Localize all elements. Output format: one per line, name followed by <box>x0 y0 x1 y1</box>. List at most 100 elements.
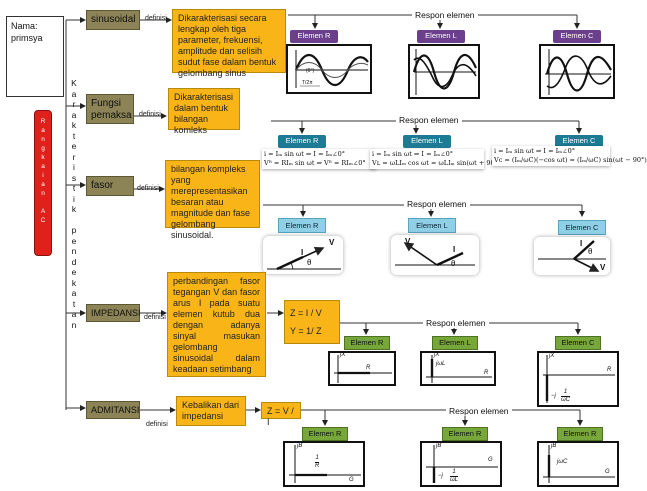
impedance-r-svg <box>334 355 392 383</box>
fasor-box: fasor <box>86 176 134 196</box>
red-column-letter <box>35 198 51 207</box>
phasor-l-i: I <box>453 245 456 254</box>
equation-l-line1: i = Iₘ sin ωt ⇒ I = Iₘ∠0° <box>372 150 453 158</box>
phasor-l: V I θ <box>391 235 479 275</box>
adm-1-frac-r: R <box>315 463 320 469</box>
definisi-label-4: definisi <box>144 314 166 321</box>
phasor-r-v: V <box>329 238 335 247</box>
sinusoidal-box: sinusoidal <box>86 10 140 30</box>
vertical-title-letter: a <box>71 288 77 298</box>
vertical-title-letter: a <box>71 309 77 319</box>
vertical-title-letter: k <box>71 120 77 130</box>
definisi-label-5: definisi <box>146 421 168 428</box>
imp-r-real: R <box>366 365 371 371</box>
vertical-title-letter: e <box>71 141 77 151</box>
red-column-letter: k <box>41 154 45 161</box>
phasor-r: V I θ <box>263 236 343 274</box>
vertical-title-letter <box>67 215 81 226</box>
admittance-3-svg <box>543 445 615 483</box>
element-r-5a: Elemen R <box>302 427 348 441</box>
element-l-4: Elemen L <box>432 336 478 350</box>
admittance-graph-1: jB 1 R G <box>283 441 365 487</box>
name-label: Nama: <box>11 21 38 31</box>
sinusoidal-graph-c <box>539 44 615 99</box>
red-column-letter: n <box>41 136 45 143</box>
red-column-letter: n <box>41 190 45 197</box>
impedansi-box: IMPEDANSI <box>86 304 141 322</box>
vertical-title-letter: t <box>72 298 76 309</box>
vertical-title-letter: K <box>71 78 77 88</box>
impedansi-formula-box: Z = I / V Y = 1/ Z <box>284 300 340 344</box>
sinusoidal-desc: Dikarakterisasi secara lengkap oleh tiga… <box>172 9 286 78</box>
impedance-graph-c: jX R −j 1 ωC <box>537 351 619 407</box>
vertical-title-letter: r <box>72 99 76 109</box>
phasor-c-i: I <box>580 239 583 248</box>
red-column-letter: i <box>42 172 44 179</box>
vertical-title-letter: k <box>71 204 77 214</box>
vertical-title-letter: t <box>72 130 76 141</box>
admittance-2-svg <box>426 445 498 483</box>
vertical-title-letter: a <box>71 109 77 120</box>
vertical-title-letter: r <box>72 151 76 162</box>
adm-2-frac: 1 ωL <box>450 469 459 484</box>
respon-label-5: Respon elemen <box>446 406 512 416</box>
element-r-1: Elemen R <box>290 30 338 43</box>
definisi-label-3: definisi <box>137 185 159 192</box>
impedance-c-svg <box>543 355 615 403</box>
fungsi-pemaksa-title: Fungsi pemaksa <box>91 98 132 121</box>
sine-wave-c-svg <box>545 49 612 95</box>
adm-2-neg: −j <box>438 473 443 479</box>
phasor-r-svg <box>267 246 341 271</box>
element-r-5b: Elemen R <box>442 427 488 441</box>
respon-label-4: Respon elemen <box>423 318 489 328</box>
element-r-5c: Elemen R <box>557 427 603 441</box>
red-column-letter: C <box>40 217 46 224</box>
fungsi-pemaksa-box: Fungsi pemaksa <box>86 94 134 124</box>
admittance-graph-2: jB G −j 1 ωL <box>420 441 502 487</box>
imp-c-frac-bot: ωC <box>561 397 571 403</box>
adm-1-imag: jB <box>297 443 303 449</box>
impedansi-desc: perbandingan fasor tegangan V dan fasor … <box>167 272 266 377</box>
phasor-l-v: V <box>405 237 411 246</box>
impedance-graph-l: jX jωL R <box>420 351 496 386</box>
element-r-4: Elemen R <box>344 336 390 350</box>
respon-label-2: Respon elemen <box>396 115 462 125</box>
imp-l-real: R <box>484 370 489 376</box>
adm-2-frac-top: 1 <box>450 469 459 477</box>
red-column-letter: a <box>41 163 45 170</box>
phasor-c-theta: θ <box>588 247 593 256</box>
vertical-title-letter: e <box>71 267 77 277</box>
red-column-letter: A <box>40 208 46 215</box>
equation-c-line1: i = Iₘ sin ωt ⇒ I = Iₘ∠0° <box>494 147 575 155</box>
adm-1-frac: 1 R <box>315 455 320 470</box>
adm-2-real: G <box>488 457 493 463</box>
adm-3-real: G <box>605 469 610 475</box>
red-column-letter: a <box>41 181 45 188</box>
admitansi-desc: Kebalikan dari impedansi <box>176 396 246 426</box>
phasor-c-svg <box>538 240 606 272</box>
imp-l-imag: jX <box>434 352 440 358</box>
element-c-4: Elemen C <box>555 336 601 350</box>
fasor-title: fasor <box>91 180 114 191</box>
sinusoidal-graph-l <box>408 44 480 99</box>
sine-wave-r-svg <box>294 50 369 88</box>
impedansi-formula-2: Y = 1/ Z <box>290 326 322 336</box>
definisi-label-1: definisi <box>145 15 167 22</box>
vertical-title-letter: k <box>71 277 77 288</box>
impedance-graph-r: jX R <box>328 351 396 386</box>
element-l-3: Elemen L <box>408 218 456 233</box>
red-column-letter: g <box>41 145 45 152</box>
vertical-title-letter: n <box>71 319 77 330</box>
element-c-3: Elemen C <box>558 220 606 235</box>
name-value: primsya <box>11 33 43 43</box>
element-r-3: Elemen R <box>278 218 326 233</box>
admitansi-formula-box: Z = V / I <box>261 402 301 427</box>
admitansi-title: ADMITANSI <box>91 405 140 415</box>
vertical-title-letter: i <box>73 162 75 172</box>
name-box: Nama: primsya <box>6 16 64 97</box>
imp-r-imag: jX <box>340 352 346 358</box>
adm-3-imag: jB <box>551 443 557 449</box>
element-c-1: Elemen C <box>553 30 601 43</box>
